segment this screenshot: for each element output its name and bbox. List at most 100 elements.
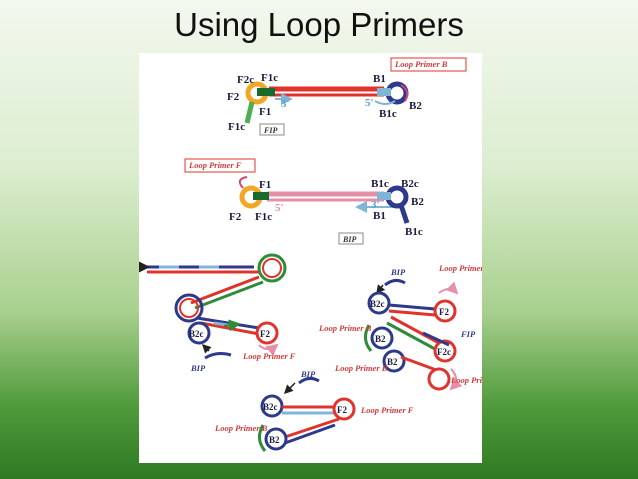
label-br-f2: F2 <box>439 307 449 317</box>
label-b2: B2 <box>409 100 422 112</box>
label-br-loop-primer-f-2: Loop Primer F <box>450 375 482 385</box>
top-right-arrow <box>374 100 396 105</box>
bl-mid-loop-inner <box>179 298 199 318</box>
bc-strand-2b <box>284 423 336 445</box>
label-f2: F2 <box>227 91 240 103</box>
label-5prime: 5' <box>365 97 374 109</box>
label-f2c: F2c <box>237 74 254 86</box>
label-bc-f2: F2 <box>337 405 347 415</box>
br-bip-primer <box>384 278 406 287</box>
f1c-tail <box>244 101 255 124</box>
label-f2-mid: F2 <box>229 211 242 223</box>
label-f1c-bottom: F1c <box>228 121 245 133</box>
bc-loop-b-arrow <box>258 424 267 452</box>
label-bc-b2c: B2c <box>263 402 278 412</box>
br-strand-3 <box>400 355 440 373</box>
fip-box <box>259 123 285 136</box>
label-3prime-mid: 3' <box>371 199 380 211</box>
label-b1: B1 <box>373 73 386 85</box>
label-br-b2: B2 <box>375 334 386 344</box>
br-f2-lower-loop <box>427 367 451 391</box>
label-bl-b2c: B2c <box>189 329 204 339</box>
loop-primer-diagram: F2c F1c F2 F1 3' F1c FIP B1 Loop Primer … <box>132 57 504 452</box>
slide-title: Using Loop Primers <box>174 6 464 43</box>
label-bc-b2: B2 <box>269 435 280 445</box>
label-br-loop-primer-b: Loop Primer B <box>318 323 372 333</box>
loop-primer-f-box <box>184 158 256 173</box>
b1-segment-mid <box>377 192 391 200</box>
label-br-fip: FIP <box>460 329 476 339</box>
bl-top-loop-inner <box>262 258 282 278</box>
b1c-tail <box>398 204 410 224</box>
label-bl-loop-primer-f: Loop Primer F <box>242 351 296 361</box>
f1-segment <box>257 88 275 96</box>
br-b2-loop <box>370 326 394 350</box>
br-loop-b-arrow <box>364 324 373 352</box>
label-3prime: 3' <box>281 98 290 110</box>
br-b2c-loop <box>367 291 391 315</box>
loop-f-hook <box>238 176 248 189</box>
middle-dumbbell <box>238 176 410 224</box>
f1-segment-mid <box>253 192 269 200</box>
label-f1-mid: F1 <box>259 179 271 191</box>
label-loop-primer-f: Loop Primer F <box>188 160 242 170</box>
label-br-loop-primer-b-2: Loop Primer B <box>334 363 388 373</box>
label-bip-mid: BIP <box>342 235 356 244</box>
loop-primer-b-box <box>390 57 467 72</box>
bc-bip-primer <box>298 376 320 385</box>
label-fip: FIP <box>263 126 277 135</box>
bl-mid-loop <box>174 293 204 323</box>
bl-bip-arrow <box>201 343 212 354</box>
label-b1c-mid: B1c <box>371 178 389 190</box>
br-strand-2 <box>390 315 440 345</box>
bc-strand-2 <box>284 417 340 439</box>
label-bl-f2: F2 <box>260 329 270 339</box>
bl-lower-blue <box>196 316 260 330</box>
label-f1: F1 <box>259 106 271 118</box>
br-fip-primer <box>422 331 450 347</box>
bc-bip-arrow <box>283 382 296 395</box>
label-br-loop-primer-f: Loop Primer F <box>438 263 482 273</box>
bottom-right-structure <box>364 278 463 391</box>
label-br-f2c: F2c <box>437 347 451 357</box>
br-b2-lower-loop <box>382 349 406 373</box>
br-strand-1b <box>388 309 436 317</box>
label-bl-bip: BIP <box>190 363 206 373</box>
b1-segment <box>377 88 391 96</box>
top-dumbbell <box>244 81 409 124</box>
bl-diag-red <box>190 275 260 305</box>
bl-top-loop <box>257 253 287 283</box>
diagram-panel: F2c F1c F2 F1 3' F1c FIP B1 Loop Primer … <box>132 53 504 463</box>
br-strand-2b <box>386 321 436 351</box>
label-br-b2-lower: B2 <box>387 357 398 367</box>
br-strand-1 <box>388 303 436 311</box>
label-5prime-mid: 5' <box>275 202 284 214</box>
bl-bip-primer <box>204 352 232 360</box>
label-br-bip: BIP <box>390 267 406 277</box>
label-br-b2c: B2c <box>370 299 385 309</box>
bl-f2-loop <box>255 321 279 345</box>
bip-box <box>338 232 364 245</box>
label-b2-mid: B2 <box>411 196 424 208</box>
bl-green-arrow <box>223 319 241 332</box>
label-b1-mid: B1 <box>373 210 386 222</box>
bottom-left-structure <box>132 253 287 360</box>
br-f2-loop <box>433 299 457 323</box>
bc-f2-loop <box>332 397 356 421</box>
br-loop-f-arrow <box>438 281 459 295</box>
bl-diag-green <box>194 280 264 310</box>
label-loop-primer-b: Loop Primer B <box>394 59 448 69</box>
bc-b2-loop <box>264 427 288 451</box>
br-f2c-loop <box>433 339 457 363</box>
label-bc-loop-primer-b: Loop Primer B <box>214 423 268 433</box>
bl-loop-f-arrow <box>258 343 279 356</box>
label-b1c: B1c <box>379 108 397 120</box>
bottom-center-structure <box>258 376 356 452</box>
label-bc-loop-primer-f: Loop Primer F <box>360 405 414 415</box>
label-bc-bip: BIP <box>300 369 316 379</box>
label-b2c: B2c <box>401 178 419 190</box>
label-f1c: F1c <box>261 72 278 84</box>
label-b1c-bottom: B1c <box>405 226 423 238</box>
loop-b-hook <box>400 84 409 102</box>
label-f1c-mid: F1c <box>255 211 272 223</box>
